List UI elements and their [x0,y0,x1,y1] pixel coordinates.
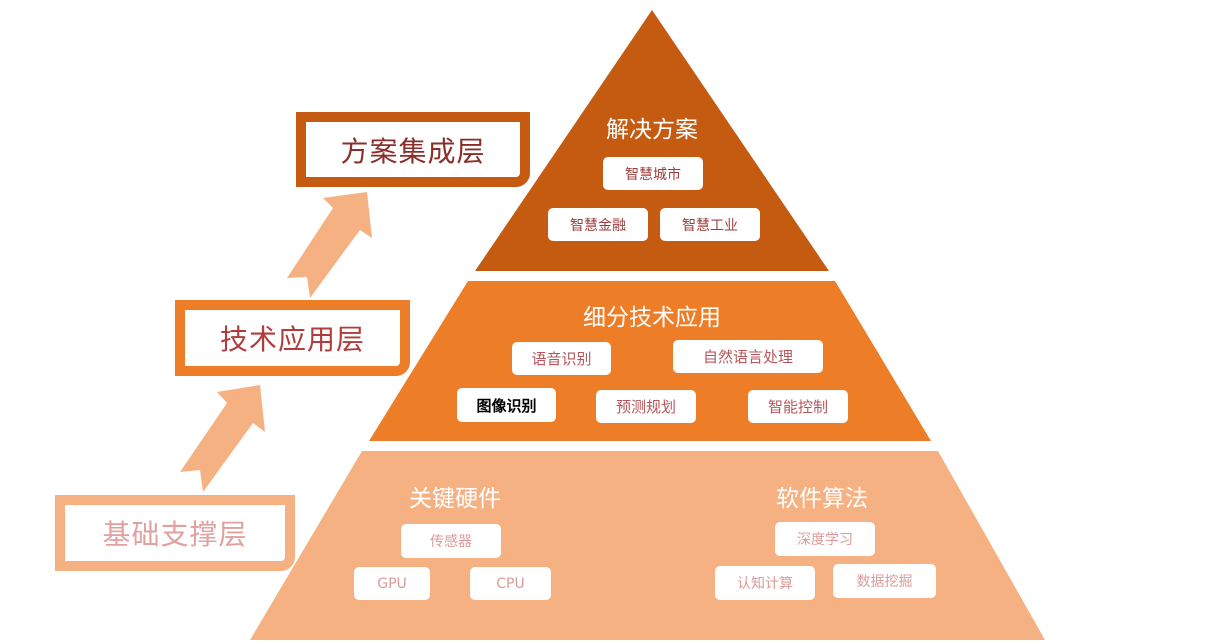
tier-title-solutions: 解决方案 [606,117,698,143]
item-prediction-planning: 预测规划 [596,390,696,423]
item-cpu: CPU [470,567,551,600]
item-sensor: 传感器 [401,524,501,558]
item-smart-control: 智能控制 [748,390,848,423]
item-deep-learning: 深度学习 [775,522,875,556]
layer-label-foundation: 基础支撑层 [55,495,295,571]
item-nlp: 自然语言处理 [673,340,823,373]
item-image-recognition: 图像识别 [457,388,556,422]
item-speech-recognition: 语音识别 [512,342,611,375]
arrow-up-lower [180,385,265,492]
tier-title-software: 软件算法 [776,486,868,512]
item-gpu: GPU [354,567,430,600]
item-data-mining: 数据挖掘 [833,564,936,598]
pyramid-top-tier [475,10,829,271]
layer-label-application: 技术应用层 [175,300,410,376]
item-smart-industry: 智慧工业 [660,208,760,241]
pyramid-bottom-tier [250,451,1045,640]
tier-title-hardware: 关键硬件 [409,486,501,512]
item-smart-city: 智慧城市 [603,157,703,190]
tier-title-tech-applications: 细分技术应用 [583,305,721,331]
arrow-up-upper [287,192,372,298]
layer-label-integration: 方案集成层 [296,112,530,187]
item-smart-finance: 智慧金融 [548,208,648,241]
item-cognitive-computing: 认知计算 [715,566,815,600]
